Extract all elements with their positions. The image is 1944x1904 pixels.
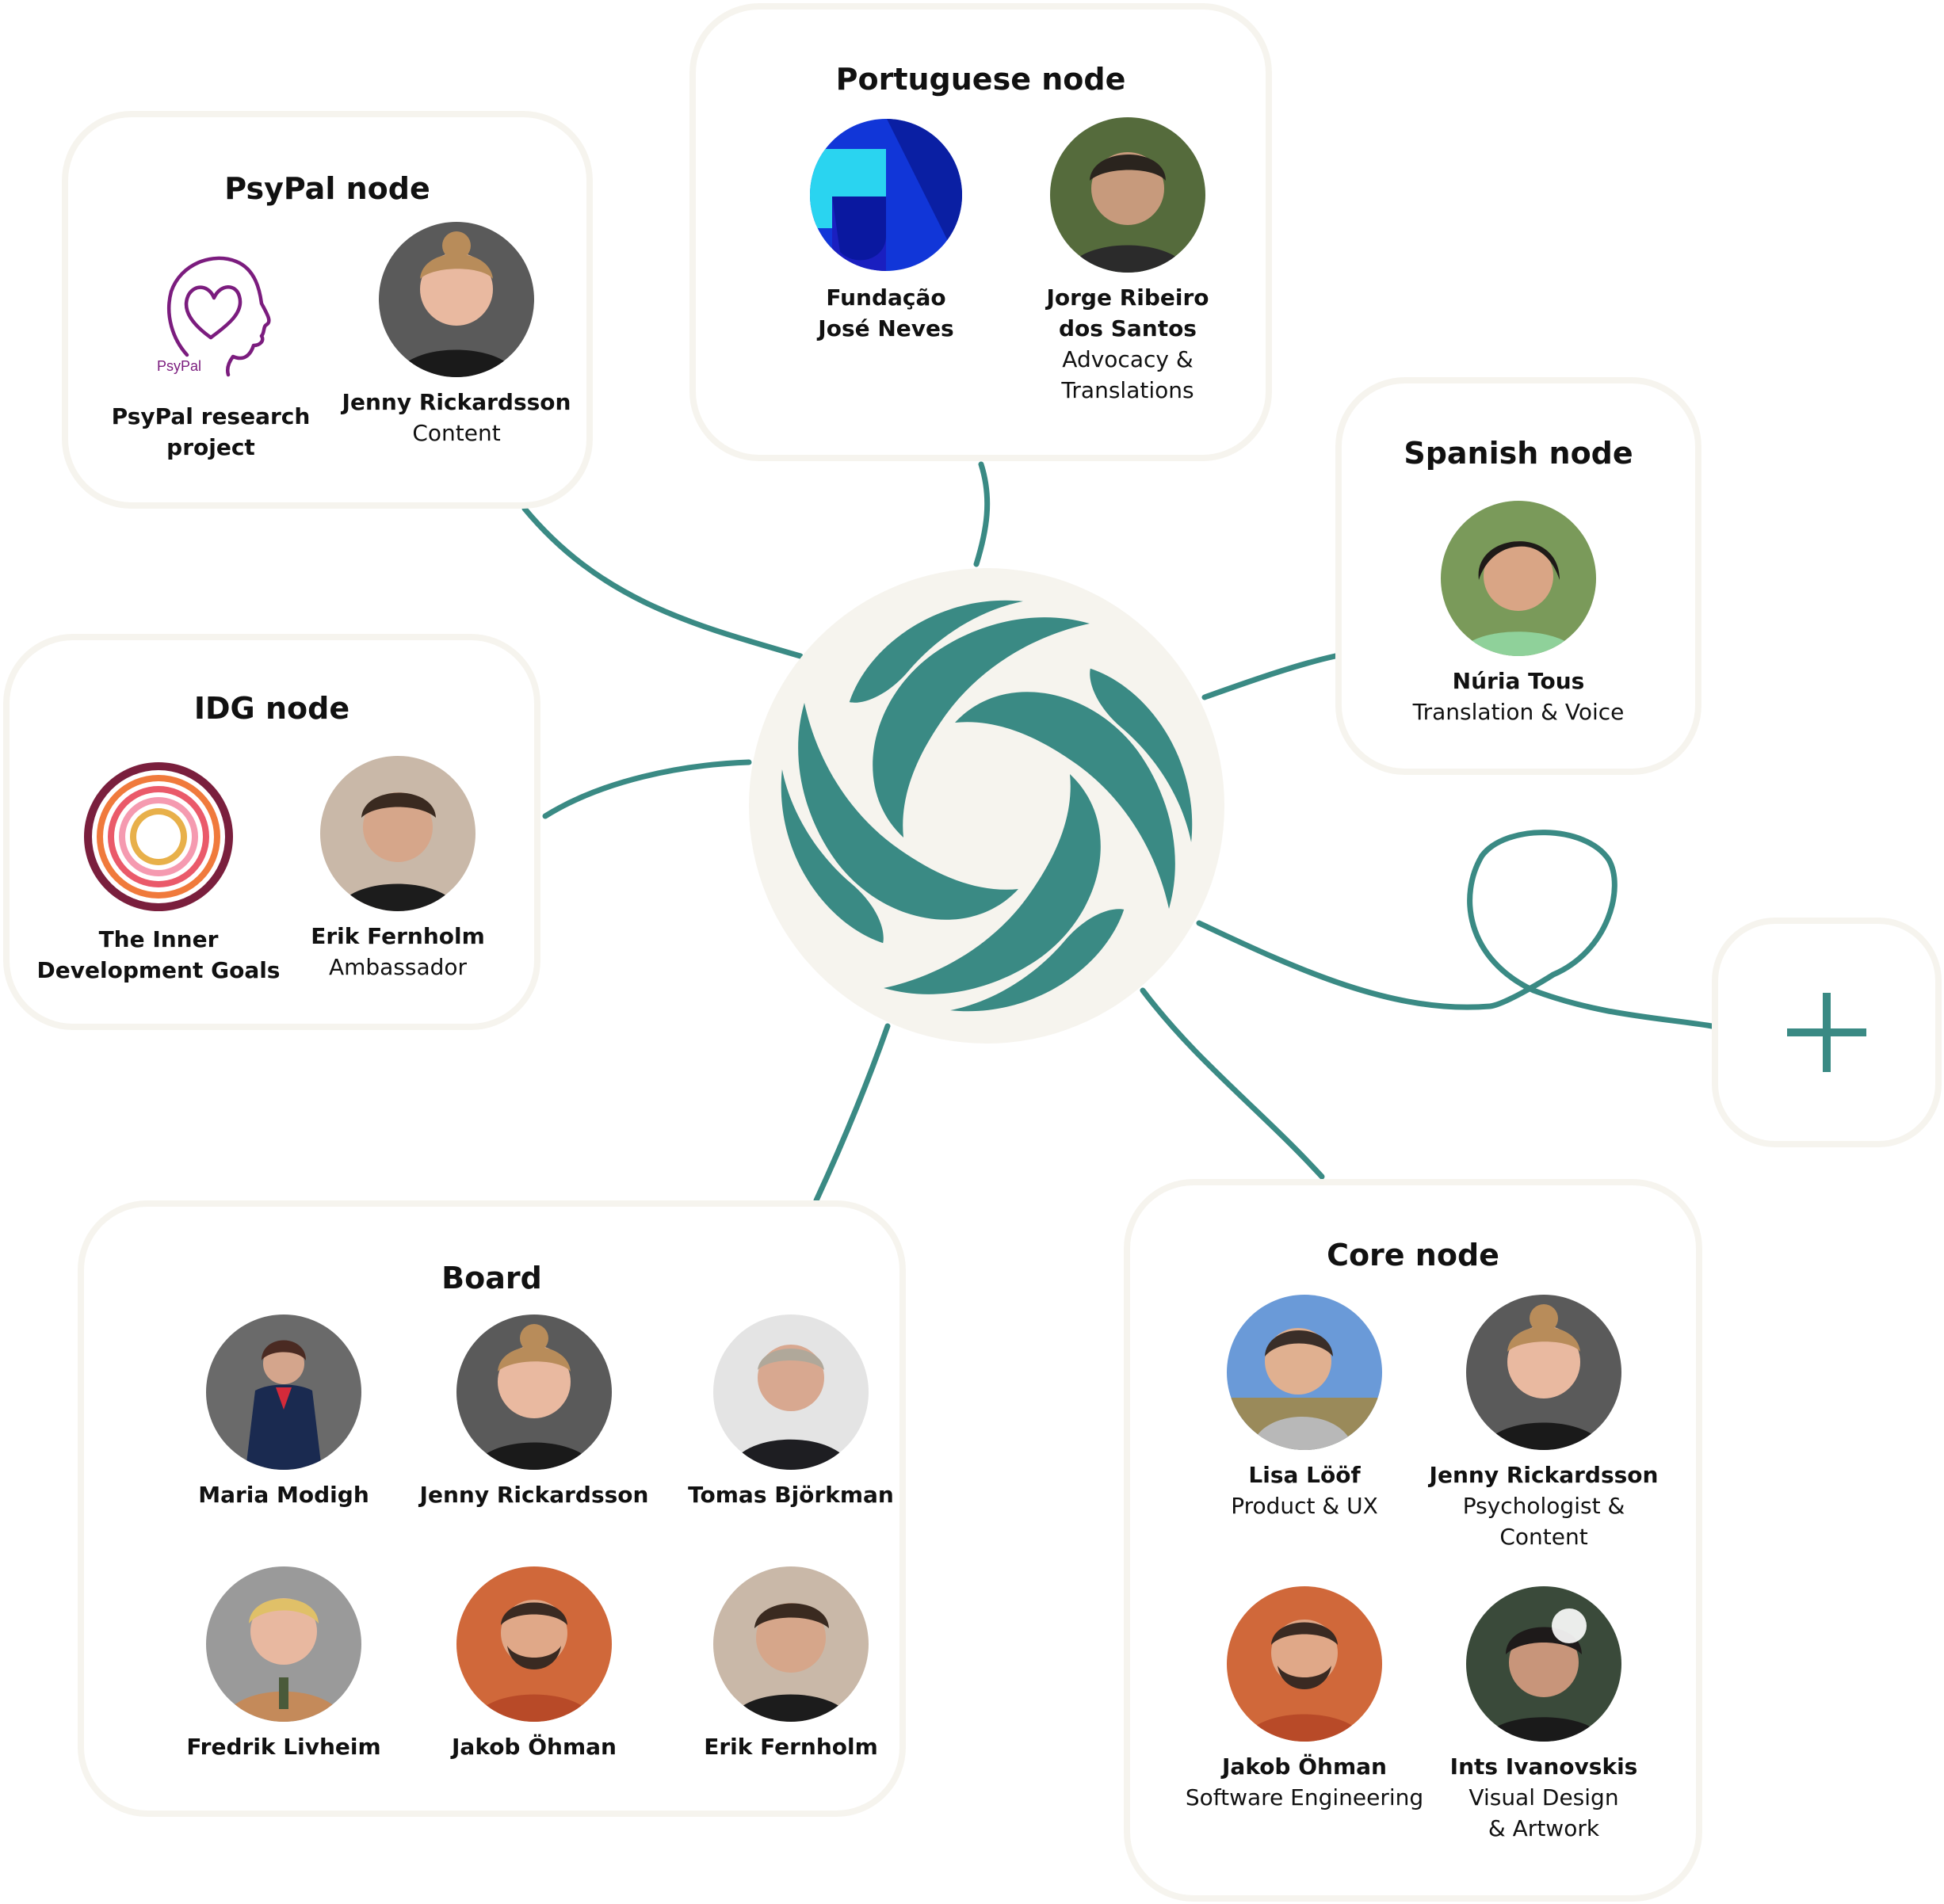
- member-name: Maria Modigh: [198, 1482, 369, 1508]
- connector-board: [813, 1023, 891, 1204]
- connector-psypal: [521, 506, 804, 659]
- member-name: The Inner Development Goals: [36, 926, 281, 983]
- connector-add-loop: [1196, 830, 1715, 1029]
- member-role: Content: [412, 420, 501, 446]
- avatar: [713, 1566, 869, 1722]
- avatar: [1466, 1586, 1621, 1742]
- member-name: Fundação José Neves: [818, 284, 954, 341]
- avatar: [206, 1566, 361, 1722]
- member-name: Jenny Rickardsson: [1429, 1462, 1659, 1488]
- connector-spanish: [1201, 653, 1339, 700]
- core-ints-ivanovskis: Ints Ivanovskis Visual Design & Artwork: [1417, 1586, 1671, 1844]
- spanish-node-card: Spanish node Núria Tous Translation & Vo…: [1335, 377, 1701, 775]
- portuguese-node-title: Portuguese node: [835, 62, 1126, 97]
- connector-core: [1140, 987, 1325, 1180]
- member-role: Translation & Voice: [1412, 699, 1625, 725]
- member-role: Advocacy & Translations: [1061, 346, 1194, 403]
- member-name: PsyPal research project: [111, 403, 311, 460]
- portuguese-jorge-ribeiro-dos-santos: Jorge Ribeiro dos Santos Advocacy & Tran…: [1001, 117, 1255, 406]
- core-node-card: Core node Lisa Lööf Product & UX Jenny R…: [1124, 1179, 1702, 1902]
- member-name: Fredrik Livheim: [186, 1734, 381, 1760]
- member-name: Tomas Björkman: [688, 1482, 894, 1508]
- add-node-button[interactable]: [1712, 918, 1942, 1147]
- board-fredrik-livheim: Fredrik Livheim: [157, 1566, 411, 1762]
- psypal-node-card: PsyPal node PsyPal PsyPal research proje…: [62, 111, 593, 509]
- member-name: Jakob Öhman: [452, 1734, 617, 1760]
- psypal-logo-text: PsyPal: [157, 358, 201, 374]
- member-name: Jakob Öhman: [1222, 1753, 1387, 1780]
- avatar: [456, 1314, 612, 1470]
- avatar: [1050, 117, 1205, 273]
- avatar: [456, 1566, 612, 1722]
- board-tomas-bjorkman: Tomas Björkman: [664, 1314, 918, 1510]
- board-jakob-ohman: Jakob Öhman: [407, 1566, 661, 1762]
- avatar: [320, 756, 475, 911]
- member-name: Jorge Ribeiro dos Santos: [1046, 284, 1209, 341]
- member-name: Ints Ivanovskis: [1449, 1753, 1638, 1780]
- avatar: [713, 1314, 869, 1470]
- member-name: Jenny Rickardsson: [342, 389, 571, 415]
- board-erik-fernholm: Erik Fernholm: [664, 1566, 918, 1762]
- member-name: Núria Tous: [1452, 668, 1585, 694]
- avatar: [1441, 501, 1596, 656]
- connector-portuguese: [973, 461, 991, 567]
- member-role: Software Engineering: [1185, 1784, 1424, 1811]
- spanish-nuria-tous: Núria Tous Translation & Voice: [1392, 501, 1645, 727]
- member-name: Jenny Rickardsson: [419, 1482, 649, 1508]
- board-maria-modigh: Maria Modigh: [157, 1314, 411, 1510]
- idg-node-card: IDG node The Inner Development Goals Eri…: [3, 634, 540, 1030]
- avatar: [1466, 1295, 1621, 1450]
- fundacao-jose-neves: Fundação José Neves: [759, 117, 1013, 344]
- avatar: [379, 222, 534, 377]
- fjn-logo-icon: [808, 117, 964, 273]
- member-role: Psychologist & Content: [1462, 1493, 1625, 1550]
- member-name: Erik Fernholm: [704, 1734, 878, 1760]
- idg-rings-logo-icon: [81, 759, 236, 914]
- psypal-node-title: PsyPal node: [224, 171, 430, 206]
- member-name: Erik Fernholm: [311, 923, 485, 949]
- hub-logo: [745, 564, 1228, 1047]
- core-jenny-rickardsson: Jenny Rickardsson Psychologist & Content: [1417, 1295, 1671, 1552]
- board-title: Board: [441, 1261, 542, 1295]
- board-card: Board Maria Modigh Jenny Rickardsson Tom…: [78, 1200, 906, 1817]
- member-role: Ambassador: [328, 954, 468, 980]
- psypal-research-project: PsyPal PsyPal research project: [84, 236, 338, 463]
- spanish-node-title: Spanish node: [1404, 436, 1633, 471]
- idg-erik-fernholm: Erik Fernholm Ambassador: [271, 756, 525, 983]
- member-name: Lisa Lööf: [1248, 1462, 1361, 1488]
- core-lisa-loof: Lisa Lööf Product & UX: [1178, 1295, 1431, 1521]
- member-role: Product & UX: [1231, 1493, 1378, 1519]
- avatar: [1227, 1295, 1382, 1450]
- inner-development-goals: The Inner Development Goals: [32, 759, 285, 986]
- avatar: [206, 1314, 361, 1470]
- board-jenny-rickardsson: Jenny Rickardsson: [407, 1314, 661, 1510]
- avatar: [1227, 1586, 1382, 1742]
- connector-idg: [542, 759, 752, 819]
- psypal-jenny-rickardsson: Jenny Rickardsson Content: [330, 222, 583, 448]
- swirl-logo-icon: [749, 568, 1224, 1044]
- idg-node-title: IDG node: [193, 691, 350, 726]
- portuguese-node-card: Portuguese node Fundação José Neves Jorg…: [689, 3, 1272, 461]
- psypal-logo-icon: PsyPal: [133, 236, 288, 391]
- core-node-title: Core node: [1327, 1238, 1499, 1273]
- member-role: Visual Design & Artwork: [1469, 1784, 1619, 1841]
- core-jakob-ohman: Jakob Öhman Software Engineering: [1178, 1586, 1431, 1813]
- plus-icon: [1787, 993, 1866, 1072]
